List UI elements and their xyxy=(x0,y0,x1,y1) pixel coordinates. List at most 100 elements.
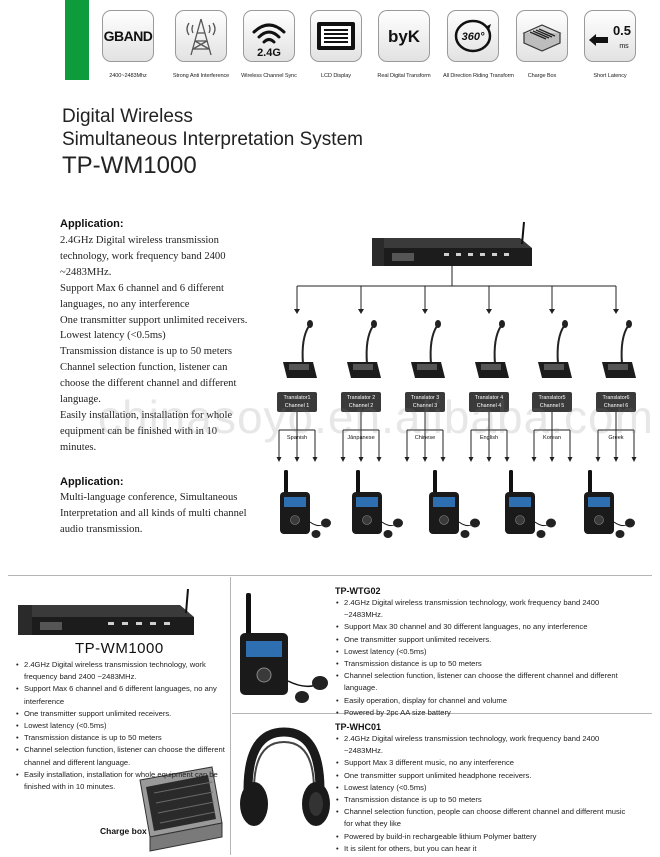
feature-caption: All Direction Riding Transform xyxy=(443,73,514,79)
360-icon: 360° xyxy=(447,10,499,62)
feature-all-direction: 360° All Direction Riding Transform xyxy=(443,10,514,79)
watermark: chinasoyo.en.alibaba.com xyxy=(98,391,654,443)
wtg02-feature-list: 2.4GHz Digital wireless transmission tec… xyxy=(336,597,636,719)
feature-bullet: One transmitter support unlimited receiv… xyxy=(16,708,226,720)
feature-bullet: Transmission distance is up to 50 meters xyxy=(336,658,636,670)
feature-bullet: Channel selection function, people can c… xyxy=(336,806,636,830)
green-accent-bar xyxy=(65,0,89,80)
feature-caption: Real Digital Transform xyxy=(377,73,431,79)
wireless-label: 2.4G xyxy=(257,47,281,58)
feature-bullet: 2.4GHz Digital wireless transmission tec… xyxy=(336,597,636,621)
feature-bullet: Support Max 30 channel and 30 different … xyxy=(336,621,636,633)
pocket-receiver xyxy=(429,470,480,538)
translator-name: Translator 2 xyxy=(346,395,376,401)
feature-bullet: Lowest latency (<0.5ms) xyxy=(336,646,636,658)
translator-channel: Channel 6 xyxy=(603,403,629,409)
byk-icon: byK xyxy=(378,10,430,62)
language-label: Chinese xyxy=(414,435,436,441)
feature-bullet: Transmission distance is up to 50 meters xyxy=(336,794,636,806)
translator-channel: Channel 1 xyxy=(284,403,310,409)
rack-transmitter xyxy=(372,221,532,266)
wireless-icon: 2.4G xyxy=(243,10,295,62)
byk-label: byK xyxy=(388,27,421,46)
feature-anti-interference: Strong Anti Interference xyxy=(171,10,231,79)
application-heading: Application: xyxy=(60,218,124,230)
feature-lcd-display: LCD Display xyxy=(306,10,366,79)
language-label: English xyxy=(479,435,499,441)
language-label: Jānpanese xyxy=(347,435,375,441)
translator-label: Translator 3 Channel 3 xyxy=(405,392,445,412)
title-line-2: Simultaneous Interpretation System xyxy=(62,129,363,150)
translator-channel: Channel 2 xyxy=(348,403,374,409)
wtg02-images xyxy=(240,593,328,703)
translator-name: Translator 4 xyxy=(474,395,504,401)
gooseneck-microphone xyxy=(475,320,509,378)
wm1000-feature-list: 2.4GHz Digital wireless transmission tec… xyxy=(16,659,226,793)
latency-unit: ms xyxy=(619,43,629,50)
whc01-feature-list: 2.4GHz Digital wireless transmission tec… xyxy=(336,733,636,855)
wm1000-model: TP-WM1000 xyxy=(75,640,164,657)
feature-bullet: Channel selection function, listener can… xyxy=(16,744,226,768)
language-label: Greek xyxy=(608,435,624,441)
feature-bullet: Channel selection function, listener can… xyxy=(336,670,636,694)
feature-bullet: Powered by build-in rechargeable lithium… xyxy=(336,831,636,843)
feature-bullet: Easily installation, installation for wh… xyxy=(16,769,226,793)
feature-bullet: One transmitter support unlimited headph… xyxy=(336,770,636,782)
application-heading-2: Application: xyxy=(60,476,124,488)
feature-bullet: Support Max 3 different music, no any in… xyxy=(336,757,636,769)
pocket-receiver xyxy=(584,470,635,538)
feature-gband: GBAND 2400~2483Mhz xyxy=(98,10,158,79)
feature-caption: Short Latency xyxy=(593,73,627,79)
gooseneck-microphone xyxy=(538,320,572,378)
panel-divider xyxy=(230,577,231,855)
system-diagram xyxy=(276,221,637,538)
feature-bullet: Lowest latency (<0.5ms) xyxy=(16,720,226,732)
gband-icon: GBAND xyxy=(102,10,154,62)
360-label: 360° xyxy=(462,31,485,43)
feature-caption: Charge Box xyxy=(527,73,557,79)
translator-name: Translator1 xyxy=(283,395,311,401)
title-model: TP-WM1000 xyxy=(62,152,197,179)
pocket-receiver xyxy=(280,470,331,538)
gooseneck-microphone xyxy=(411,320,445,378)
wm1000-rack-image xyxy=(18,588,194,635)
feature-bullet: Easily operation, display for channel an… xyxy=(336,695,636,707)
feature-caption: Strong Anti Interference xyxy=(172,73,230,79)
translator-label: Translator 2 Channel 2 xyxy=(341,392,381,412)
feature-bullet: Support Max 6 channel and 6 different la… xyxy=(16,683,226,707)
translator-channel: Channel 3 xyxy=(412,403,438,409)
feature-caption: 2400~2483Mhz xyxy=(109,73,147,79)
feature-charge-box: Charge Box xyxy=(512,10,572,79)
section-divider xyxy=(8,575,652,576)
lcd-display-icon xyxy=(310,10,362,62)
feature-bullet: Transmission distance is up to 50 meters xyxy=(16,732,226,744)
translator-name: Translator6 xyxy=(602,395,630,401)
translator-name: Translator 3 xyxy=(410,395,440,401)
gooseneck-microphone xyxy=(602,320,636,378)
pocket-receiver xyxy=(352,470,403,538)
feature-caption: Wireless Channel Sync xyxy=(241,73,297,79)
wtg02-model: TP-WTG02 xyxy=(335,586,381,596)
pocket-receiver xyxy=(505,470,556,538)
wtg02-receiver-image xyxy=(240,593,328,703)
whc01-model: TP-WHC01 xyxy=(335,722,382,732)
feature-bullet: One transmitter support unlimited receiv… xyxy=(336,634,636,646)
feature-short-latency: 0.5 ms Short Latency xyxy=(580,10,640,79)
translator-channel: Channel 4 xyxy=(476,403,502,409)
feature-bullet: Powered by 2pc AA size battery xyxy=(336,707,636,719)
charge-box-icon xyxy=(516,10,568,62)
application-description: 2.4GHz Digital wireless transmission tec… xyxy=(60,235,248,453)
feature-digital-transform: byK Real Digital Transform xyxy=(374,10,434,79)
language-label: Korean xyxy=(542,435,562,441)
charge-box-label: Charge box xyxy=(100,826,147,836)
gooseneck-microphone xyxy=(283,320,317,378)
gooseneck-microphone xyxy=(347,320,381,378)
feature-bullet: 2.4GHz Digital wireless transmission tec… xyxy=(336,733,636,757)
feature-bullet: It is silent for others, but you can hea… xyxy=(336,843,636,855)
feature-caption: LCD Display xyxy=(321,73,351,79)
tower-icon xyxy=(175,10,227,62)
translator-channel: Channel 5 xyxy=(539,403,565,409)
